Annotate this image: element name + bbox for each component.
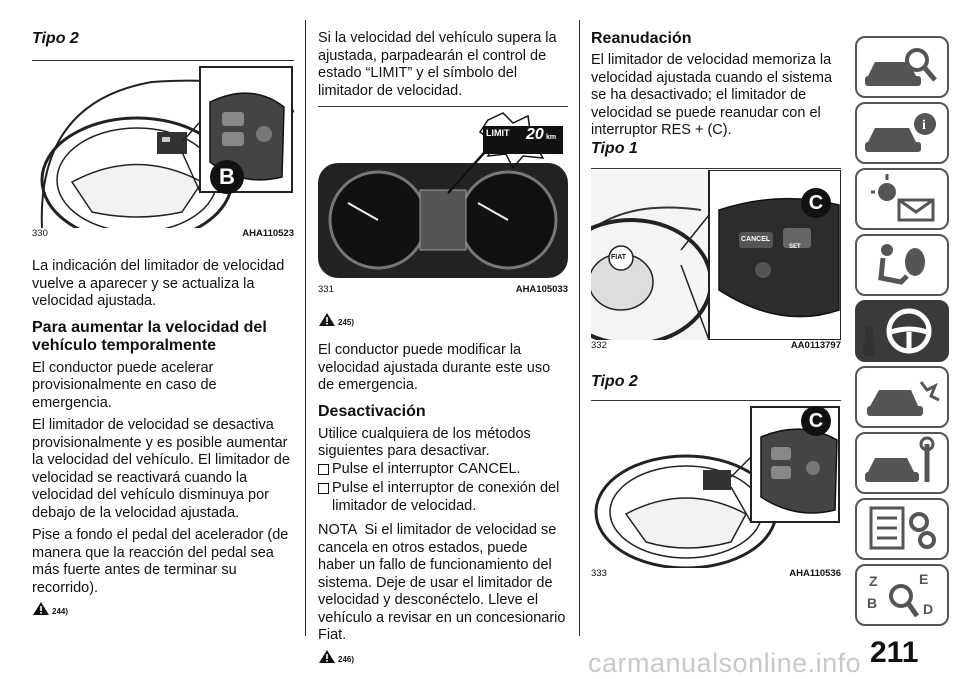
warning-ref: 245) <box>318 312 354 327</box>
paragraph: El conductor puede modificar la velocida… <box>318 342 551 393</box>
column-divider-2 <box>579 20 580 636</box>
svg-text:E: E <box>919 571 928 587</box>
callout-b: B <box>210 160 244 194</box>
figure-331: LIMIT 20 km 331 AHA105033 <box>318 106 568 298</box>
warning-icon <box>319 313 335 326</box>
tab-car-crash[interactable] <box>855 366 949 428</box>
figure-333: C 333 AHA110536 <box>591 400 841 582</box>
checkbox-bullet-icon <box>318 463 329 475</box>
tab-airbag-seat[interactable] <box>855 234 949 296</box>
figure-number: 330 <box>32 228 48 239</box>
steering-control-illustration <box>591 170 841 340</box>
figure-number: 332 <box>591 340 607 351</box>
car-tools-icon <box>865 436 935 482</box>
paragraph: Utilice cualquiera de los métodos siguie… <box>318 425 531 460</box>
tab-checklist-gears[interactable] <box>855 498 949 560</box>
checkbox-bullet-icon <box>318 483 329 494</box>
checklist-gears-icon <box>869 506 936 550</box>
car-crash-icon <box>867 381 940 416</box>
limit-speed: 20 <box>526 126 544 143</box>
heading-desactivacion: Desactivación <box>318 402 426 420</box>
heading-aumentar: Para aumentar la velocidad del vehículo … <box>32 318 267 354</box>
paragraph: El limitador de velocidad se desactiva p… <box>32 417 290 521</box>
tab-car-info[interactable]: i <box>855 102 949 164</box>
figure-code: AHA105033 <box>515 284 568 295</box>
warning-icon <box>33 602 49 615</box>
figure-code: AHA110523 <box>242 228 294 239</box>
cancel-label: CANCEL <box>741 236 771 243</box>
tab-car-search[interactable] <box>855 36 949 98</box>
list-item: Pulse el interruptor CANCEL. <box>318 461 568 479</box>
warning-icon <box>319 649 335 663</box>
heading-reanudacion: Reanudación <box>591 30 692 47</box>
figure-code: AA0113797 <box>790 340 841 351</box>
list-item: Pulse el interruptor de conexión del lim… <box>318 480 568 515</box>
fiat-logo: FIAT <box>611 254 627 261</box>
svg-text:B: B <box>867 595 877 611</box>
svg-text:i: i <box>922 118 926 133</box>
lights-mail-icon <box>871 174 935 222</box>
watermark: carmanualsonline.info <box>588 648 862 678</box>
figure-number: 331 <box>318 284 334 295</box>
limit-unit: km <box>546 134 557 141</box>
tab-lights-mail[interactable] <box>855 168 949 230</box>
paragraph: Si la velocidad del vehículo supera la a… <box>318 30 557 99</box>
car-info-icon: i <box>865 113 936 152</box>
key-icon <box>862 326 876 356</box>
set-label: SET <box>789 244 801 250</box>
tab-alphabet-search[interactable]: Z E B D <box>855 564 949 626</box>
heading-tipo-2: Tipo 2 <box>591 373 638 390</box>
figure-code: AHA110536 <box>789 568 841 579</box>
heading-tipo-1: Tipo 1 <box>591 140 638 157</box>
figure-number: 333 <box>591 568 607 579</box>
car-search-icon <box>865 48 937 86</box>
limit-label: LIMIT <box>486 128 510 138</box>
column-divider-1 <box>305 20 306 636</box>
warning-ref: 246) <box>318 649 568 664</box>
callout-c: C <box>801 188 831 218</box>
paragraph: El limitador de velocidad memoriza la ve… <box>591 52 833 138</box>
figure-332: FIAT CANCEL SET C 332 AA0113797 <box>591 168 841 354</box>
tab-car-tools[interactable] <box>855 432 949 494</box>
airbag-seat-icon <box>878 244 925 285</box>
heading-tipo-2: Tipo 2 <box>32 30 79 47</box>
steering-wheel-illustration <box>40 66 294 228</box>
alphabet-search-icon: Z E B D <box>867 571 933 618</box>
paragraph: Pise a fondo el pedal del acelerador (de… <box>32 527 289 596</box>
paragraph: La indicación del limitador de velocidad… <box>32 258 285 309</box>
steering-key-icon <box>886 308 932 354</box>
instrument-cluster-illustration <box>318 112 568 278</box>
svg-text:Z: Z <box>869 573 878 589</box>
callout-c: C <box>801 406 831 436</box>
note-paragraph: NOTA Si el limitador de velocidad se can… <box>318 522 570 643</box>
paragraph: El conductor puede acelerar provisionalm… <box>32 359 217 411</box>
warning-ref: 244) <box>32 601 294 616</box>
svg-text:D: D <box>923 601 933 617</box>
page-number: 211 <box>870 636 919 669</box>
figure-330: B 330 AHA110523 <box>32 60 294 242</box>
